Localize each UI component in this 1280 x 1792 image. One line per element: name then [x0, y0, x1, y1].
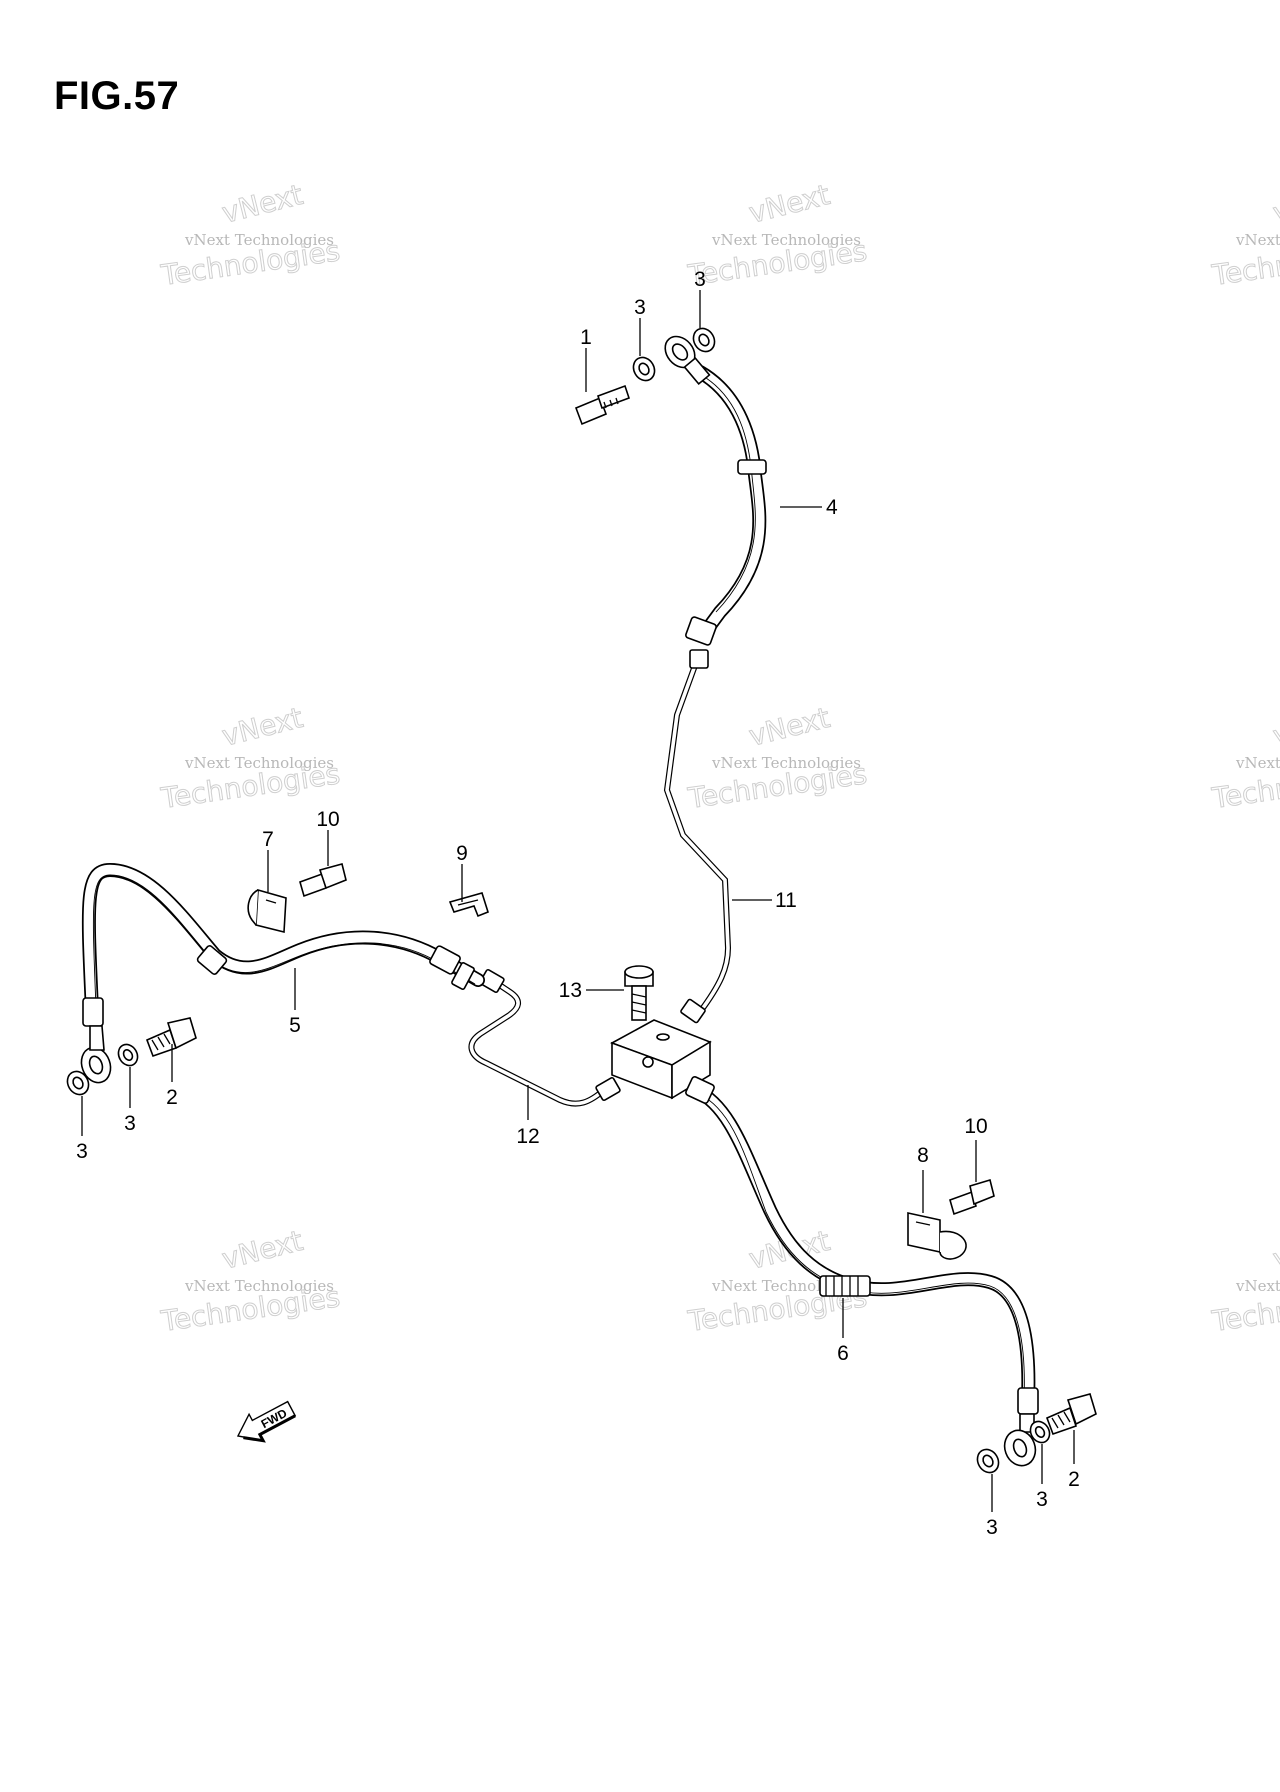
watermark-9: vNext Technologies vNext Technologies	[1209, 1223, 1280, 1338]
watermark-1: vNext Technologies vNext Technologies	[158, 177, 343, 292]
watermark-6: vNext Technologies vNext Technologies	[1209, 700, 1280, 815]
callout-1: 1	[580, 326, 592, 349]
figure-title: FIG.57	[54, 74, 180, 118]
brake-hose-right	[685, 1076, 1039, 1467]
callout-3-right-inner: 3	[1036, 1488, 1048, 1511]
svg-text:vNext: vNext	[219, 1224, 306, 1276]
watermark-4: vNext Technologies vNext Technologies	[158, 700, 343, 815]
brake-pipe-11	[663, 649, 732, 1024]
bolt-13	[624, 965, 654, 1021]
svg-text:vNext Technologies: vNext Technologies	[1235, 231, 1280, 249]
svg-text:vNext Technologies: vNext Technologies	[184, 1277, 334, 1295]
svg-text:vNext Technologies: vNext Technologies	[711, 231, 861, 249]
svg-text:vNext: vNext	[1270, 1224, 1280, 1276]
clip-9	[448, 892, 489, 918]
leader-lines	[81, 290, 1075, 1512]
svg-text:vNext: vNext	[1270, 178, 1280, 230]
callout-3-top-left: 3	[634, 296, 646, 319]
svg-text:vNext Technologies: vNext Technologies	[184, 754, 334, 772]
callout-2-left: 2	[166, 1086, 178, 1109]
watermark-5: vNext Technologies vNext Technologies	[685, 700, 870, 815]
bolt-10-left	[299, 863, 347, 898]
three-way-joint-block	[610, 1019, 712, 1100]
callout-8: 8	[917, 1144, 929, 1167]
callout-2-right: 2	[1068, 1468, 1080, 1491]
callout-10-left: 10	[316, 808, 339, 831]
callout-9: 9	[456, 842, 468, 865]
svg-text:vNext Technologies: vNext Technologies	[1235, 754, 1280, 772]
washer-3-right-inner	[1029, 1420, 1051, 1444]
callout-11: 11	[775, 889, 797, 912]
callout-6: 6	[837, 1342, 849, 1365]
callout-3-left-inner: 3	[124, 1112, 136, 1135]
banjo-bolt-2-right	[1045, 1393, 1097, 1436]
watermark-7: vNext Technologies vNext Technologies	[158, 1223, 343, 1338]
watermark-3: vNext Technologies vNext Technologies	[1209, 177, 1280, 292]
washer-3-left-inner	[117, 1043, 139, 1067]
brake-hose-left	[80, 862, 485, 1084]
banjo-bolt-2-left	[145, 1017, 197, 1058]
brake-hose-upper	[664, 335, 767, 646]
washer-3-right-outer	[976, 1448, 1000, 1474]
callout-5: 5	[289, 1014, 301, 1037]
clamp-8	[907, 1212, 967, 1260]
callout-3-top-right: 3	[694, 268, 706, 291]
washer-3-top-left	[632, 356, 656, 382]
svg-text:vNext Technologies: vNext Technologies	[711, 754, 861, 772]
svg-text:vNext Technologies: vNext Technologies	[184, 231, 334, 249]
callout-4: 4	[826, 496, 838, 519]
watermark-2: vNext Technologies vNext Technologies	[685, 177, 870, 292]
svg-text:vNext Technologies: vNext Technologies	[1235, 1277, 1280, 1295]
clamp-7	[247, 888, 287, 934]
washer-3-left-outer	[66, 1070, 90, 1096]
svg-text:vNext: vNext	[219, 701, 306, 753]
brake-pipe-12	[468, 969, 621, 1107]
callout-7: 7	[262, 828, 274, 851]
callout-3-left-outer: 3	[76, 1140, 88, 1163]
svg-text:vNext: vNext	[746, 701, 833, 753]
svg-text:vNext: vNext	[219, 178, 306, 230]
callout-13: 13	[559, 979, 582, 1002]
svg-text:vNext: vNext	[1270, 701, 1280, 753]
svg-text:vNext: vNext	[746, 178, 833, 230]
fwd-arrow-icon: FWD	[236, 1400, 297, 1443]
callout-12: 12	[516, 1125, 539, 1148]
washer-3-top-right	[692, 327, 716, 353]
bolt-10-right	[949, 1178, 995, 1216]
callout-10-right: 10	[964, 1115, 987, 1138]
callout-3-right-outer: 3	[986, 1516, 998, 1539]
banjo-bolt-1	[574, 384, 631, 426]
